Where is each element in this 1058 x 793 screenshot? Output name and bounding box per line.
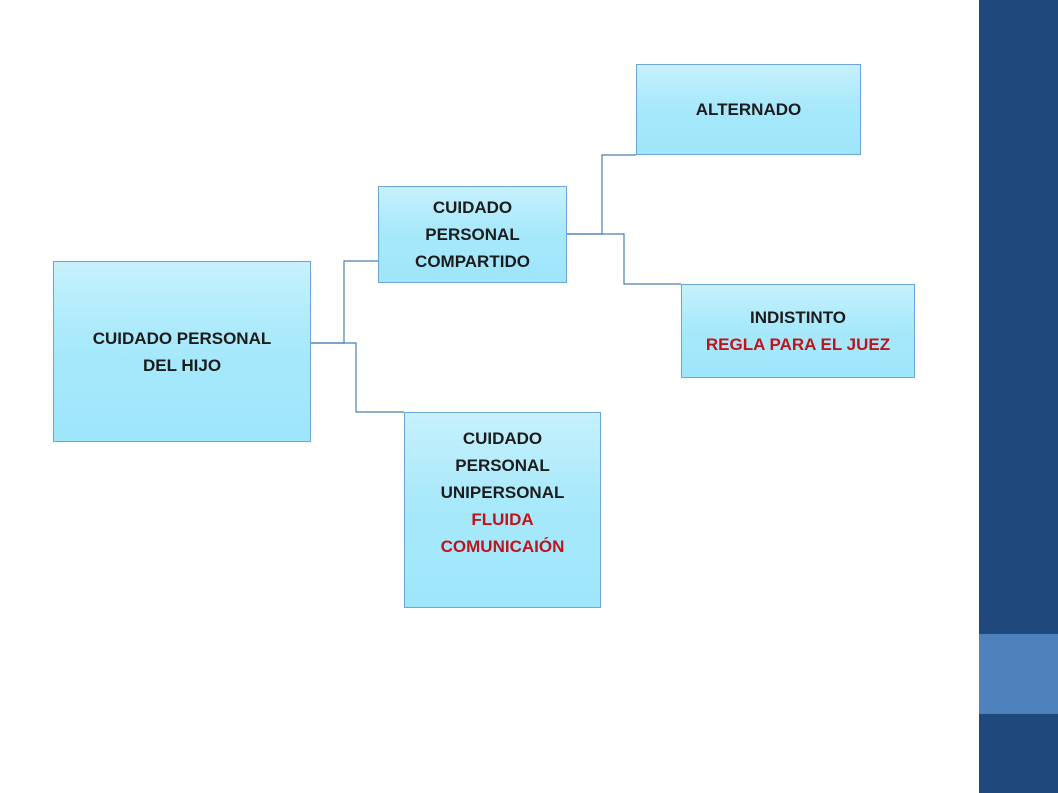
indistinto-node: INDISTINTO REGLA PARA EL JUEZ [681,284,915,378]
connector-lines [311,154,681,413]
shared-custody-node: CUIDADO PERSONAL COMPARTIDO [378,186,567,283]
alternado-node: ALTERNADO [636,64,861,155]
alternado-label: ALTERNADO [695,100,802,119]
sole-custody-node: CUIDADO PERSONAL UNIPERSONAL FLUIDA COMU… [404,412,601,608]
connector-shared-to-indistinto [567,233,681,285]
connector-root-to-sole [311,342,404,413]
root-line1: CUIDADO PERSONAL [92,328,272,348]
indistinto-note: REGLA PARA EL JUEZ [705,335,891,354]
sole-note2: COMUNICAIÓN [440,537,565,556]
sole-note1: FLUIDA [471,510,534,529]
indistinto-label: INDISTINTO [749,308,847,327]
shared-line3: COMPARTIDO [415,252,530,271]
root-node: CUIDADO PERSONAL DEL HIJO [53,261,311,442]
sidebar-accent-block [979,634,1058,714]
shared-line2: PERSONAL [425,225,520,244]
sole-line2: PERSONAL [455,456,550,475]
sole-line1: CUIDADO [462,429,543,448]
connector-shared-to-alternado [567,154,636,235]
sole-line3: UNIPERSONAL [440,483,565,502]
connector-root-to-shared [311,260,378,344]
root-line2: DEL HIJO [142,355,222,375]
shared-line1: CUIDADO [432,198,513,217]
